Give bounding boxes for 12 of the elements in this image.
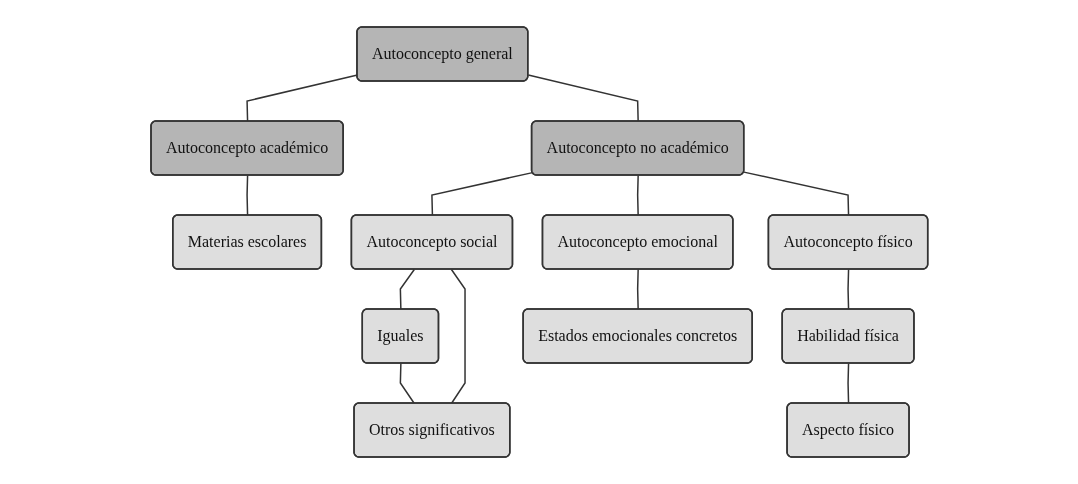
connector	[742, 171, 849, 217]
connector	[245, 74, 358, 123]
connector	[527, 74, 639, 123]
connector	[846, 268, 849, 311]
connector	[846, 362, 849, 405]
connector	[636, 174, 639, 217]
connector	[450, 268, 466, 405]
connector	[245, 174, 248, 217]
connector	[399, 362, 415, 405]
connector	[636, 268, 639, 311]
connector	[430, 171, 533, 217]
connector	[399, 268, 415, 311]
